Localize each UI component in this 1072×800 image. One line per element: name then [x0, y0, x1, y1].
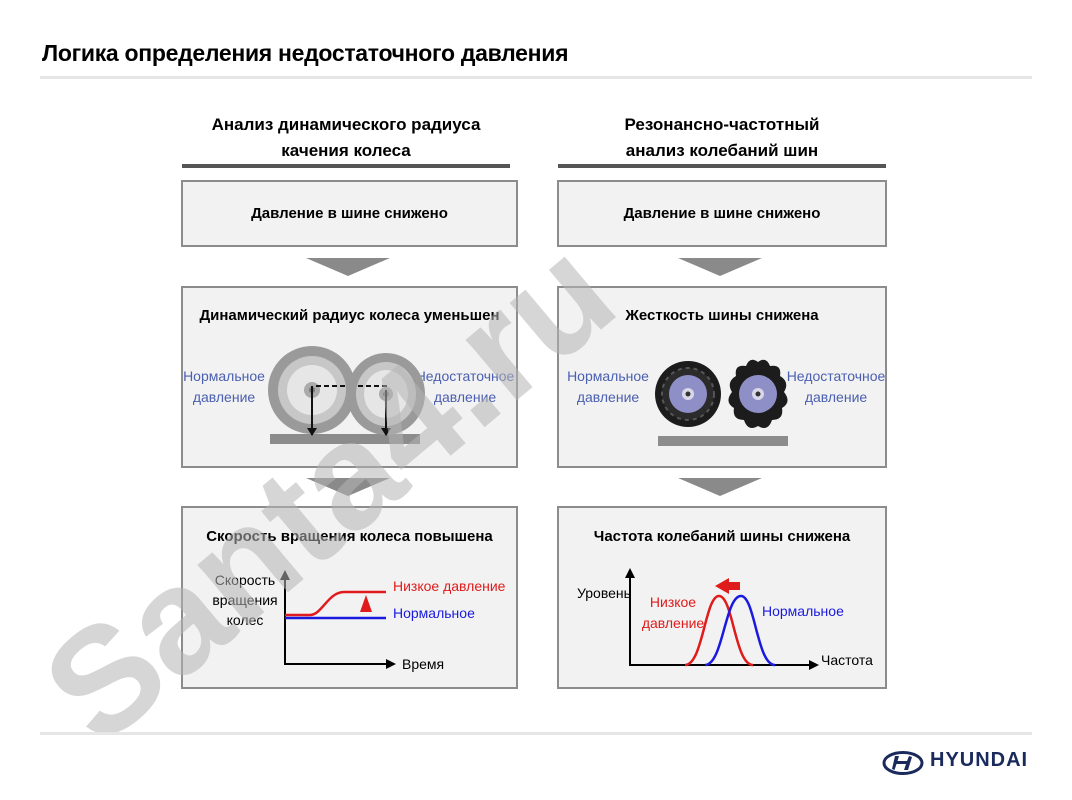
- right-column-heading: Резонансно-частотный анализ колебаний ши…: [558, 112, 886, 164]
- left-low-label: Недостаточное давление: [415, 366, 515, 408]
- left-box2-label: Динамический радиус колеса уменьшен: [199, 307, 500, 324]
- road-surface: [270, 434, 420, 444]
- tire-low-icon: [347, 353, 425, 436]
- right-flow-arrow-1: [678, 258, 762, 276]
- right-heading-line2: анализ колебаний шин: [625, 141, 819, 160]
- top-divider: [40, 76, 1032, 79]
- left-ylabel-line2: вращения: [212, 592, 278, 608]
- right-box1-label: Давление в шине снижено: [623, 205, 821, 222]
- rotation-speed-chart: [280, 570, 396, 669]
- shift-left-arrow-icon: [715, 578, 729, 594]
- series-normal-curve: [704, 594, 776, 667]
- frequency-x-arrow: [809, 660, 819, 670]
- left-low-line1: Недостаточное: [415, 368, 515, 384]
- left-box1-label: Давление в шине снижено: [251, 205, 448, 222]
- right-normal-line2: давление: [576, 389, 640, 405]
- right-low-label: Недостаточное давление: [786, 366, 886, 408]
- shift-arrow-tail: [728, 582, 740, 590]
- right-heading-line1: Резонансно-частотный: [624, 115, 820, 134]
- left-flow-arrow-1: [306, 258, 390, 276]
- left-box-pressure-drop: Давление в шине снижено: [181, 180, 518, 247]
- left-ylabel-line1: Скорость: [214, 572, 276, 588]
- left-ylabel-line3: колес: [226, 612, 264, 628]
- tire-stiffness-illustration: [655, 359, 788, 446]
- right-flow-arrow-2: [678, 478, 762, 496]
- rotation-x-arrow: [386, 659, 396, 669]
- left-box-rotation: Скорость вращения колеса повышена: [181, 506, 518, 689]
- left-legend-low: Низкое давление: [393, 578, 506, 594]
- left-normal-line2: давление: [192, 389, 256, 405]
- rotation-y-arrow: [280, 570, 290, 580]
- left-normal-label: Нормальное давление: [182, 366, 266, 408]
- right-legend-low-line2: давление: [641, 615, 705, 631]
- right-box-pressure-drop: Давление в шине снижено: [557, 180, 887, 247]
- right-legend-low-line1: Низкое: [649, 594, 697, 610]
- right-box2-label: Жесткость шины снижена: [625, 307, 819, 324]
- increase-arrow-icon: [360, 595, 372, 612]
- left-chart-ylabel: Скорость вращения колес: [207, 570, 283, 630]
- right-heading-rule: [558, 164, 886, 168]
- left-normal-line1: Нормальное: [183, 368, 265, 384]
- right-legend-low: Низкое давление: [640, 592, 706, 634]
- right-box3-label: Частота колебаний шины снижена: [593, 528, 851, 545]
- left-heading-line1: Анализ динамического радиуса: [211, 115, 481, 134]
- left-flow-arrow-2: [306, 478, 390, 496]
- right-low-line1: Недостаточное: [786, 368, 886, 384]
- left-box3-label: Скорость вращения колеса повышена: [206, 528, 493, 545]
- left-low-line2: давление: [433, 389, 497, 405]
- series-low-curve: [684, 594, 754, 667]
- brand-name: HYUNDAI: [930, 749, 1029, 771]
- bottom-divider: [40, 732, 1032, 735]
- left-legend-normal: Нормальное: [393, 605, 475, 621]
- page-title: Логика определения недостаточного давлен…: [42, 40, 569, 66]
- tire-normal-stiff-icon: [655, 361, 721, 427]
- right-normal-label: Нормальное давление: [566, 366, 650, 408]
- hyundai-logo-icon: [882, 751, 924, 775]
- left-heading-line2: качения колеса: [281, 141, 411, 160]
- left-heading-rule: [182, 164, 510, 168]
- right-chart-xlabel: Частота: [821, 652, 873, 668]
- right-normal-line1: Нормальное: [567, 368, 649, 384]
- right-chart-ylabel: Уровень: [577, 585, 631, 601]
- right-legend-normal: Нормальное: [762, 603, 844, 619]
- frequency-y-arrow: [625, 568, 635, 578]
- series-low-line: [285, 590, 386, 617]
- road-surface-right: [658, 436, 788, 446]
- left-chart-xlabel: Время: [402, 656, 445, 672]
- left-column-heading: Анализ динамического радиуса качения кол…: [182, 112, 510, 164]
- right-low-line2: давление: [804, 389, 868, 405]
- frequency-chart: [625, 568, 819, 670]
- tire-low-stiff-icon: [728, 359, 788, 428]
- tire-normal-icon: [268, 346, 370, 436]
- tire-radius-illustration: [268, 346, 425, 444]
